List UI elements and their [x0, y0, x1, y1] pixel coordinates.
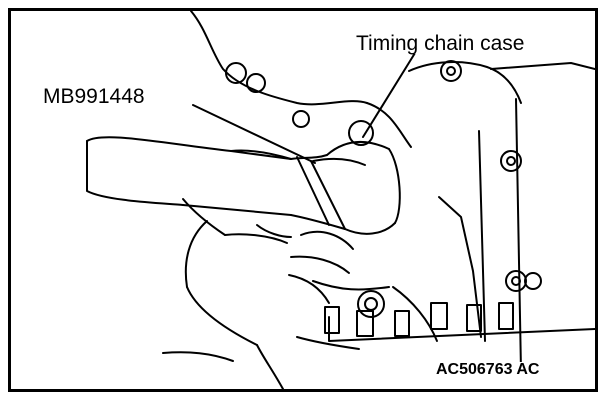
figure-frame: Timing chain case MB991448 AC506763 AC [8, 8, 598, 392]
leader-lines [192, 52, 416, 164]
timing-chain-case-label: Timing chain case [354, 32, 527, 55]
hand [162, 198, 354, 389]
bolt-holes [225, 60, 542, 318]
bottom-ribs [324, 302, 514, 337]
timing-chain-case-outline [190, 11, 595, 372]
figure-code-label: AC506763 AC [433, 362, 543, 378]
special-tool-mb991448 [86, 136, 401, 238]
timing-chain-case-illustration [86, 11, 595, 389]
special-tool-label: MB991448 [41, 85, 147, 108]
